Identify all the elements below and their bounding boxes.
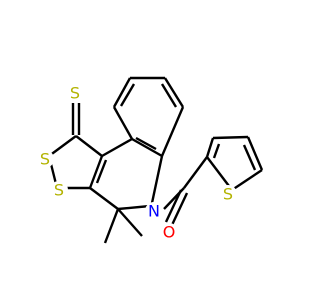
molecule-structure: S S S N O S (36, 76, 264, 244)
bond-c7-c6 (163, 77, 185, 108)
bond-lines (47, 76, 264, 244)
bond-c5a-c9a-inner (135, 136, 157, 151)
bond-c3a-c9b-inner (95, 159, 108, 184)
bond-c9-c8-inner (119, 83, 136, 107)
bond-c3-c2 (205, 137, 215, 158)
bond-c7-c6-inner (160, 83, 178, 108)
bond-c4-n (117, 204, 151, 211)
atom-label-ring-sulfur-lower: S (54, 181, 64, 200)
bond-s-c5 (231, 169, 263, 191)
bond-n-c5a (150, 155, 164, 204)
bond-c3a-c9b (88, 155, 104, 189)
atom-label-oxygen: O (163, 223, 176, 242)
atom-label-ring-sulfur-upper: S (40, 150, 50, 169)
atom-labels: S S S N O S (36, 84, 237, 242)
atom-label-nitrogen: N (148, 202, 160, 221)
bond-c5-c4 (246, 136, 264, 171)
bond-c3-c2-inner (212, 143, 221, 159)
bond-c9a-c9 (112, 106, 134, 140)
atom-label-thiophene-sulfur: S (223, 185, 233, 204)
atom-label-thione-sulfur: S (70, 84, 80, 103)
bond-methyl-left (103, 208, 120, 244)
bond-carbonyl-oxygen-a (164, 189, 183, 223)
bond-c2-s (206, 156, 233, 191)
bond-carbonyl-c2 (183, 156, 208, 189)
bond-c9-c8 (112, 77, 132, 108)
bond-carbonyl-oxygen-b (170, 192, 189, 226)
bond-c9b-c1 (75, 135, 103, 157)
bond-c5-c4-inner (242, 144, 257, 171)
bond-c3a-c4 (89, 187, 119, 210)
bond-c9b-c9a (101, 137, 133, 158)
bond-c5a-c9a (131, 137, 163, 158)
bond-c4-c3 (212, 135, 249, 140)
bond-c1-s2 (48, 135, 77, 157)
bond-c6-c5a (160, 106, 185, 157)
bond-methyl-right (117, 208, 143, 237)
